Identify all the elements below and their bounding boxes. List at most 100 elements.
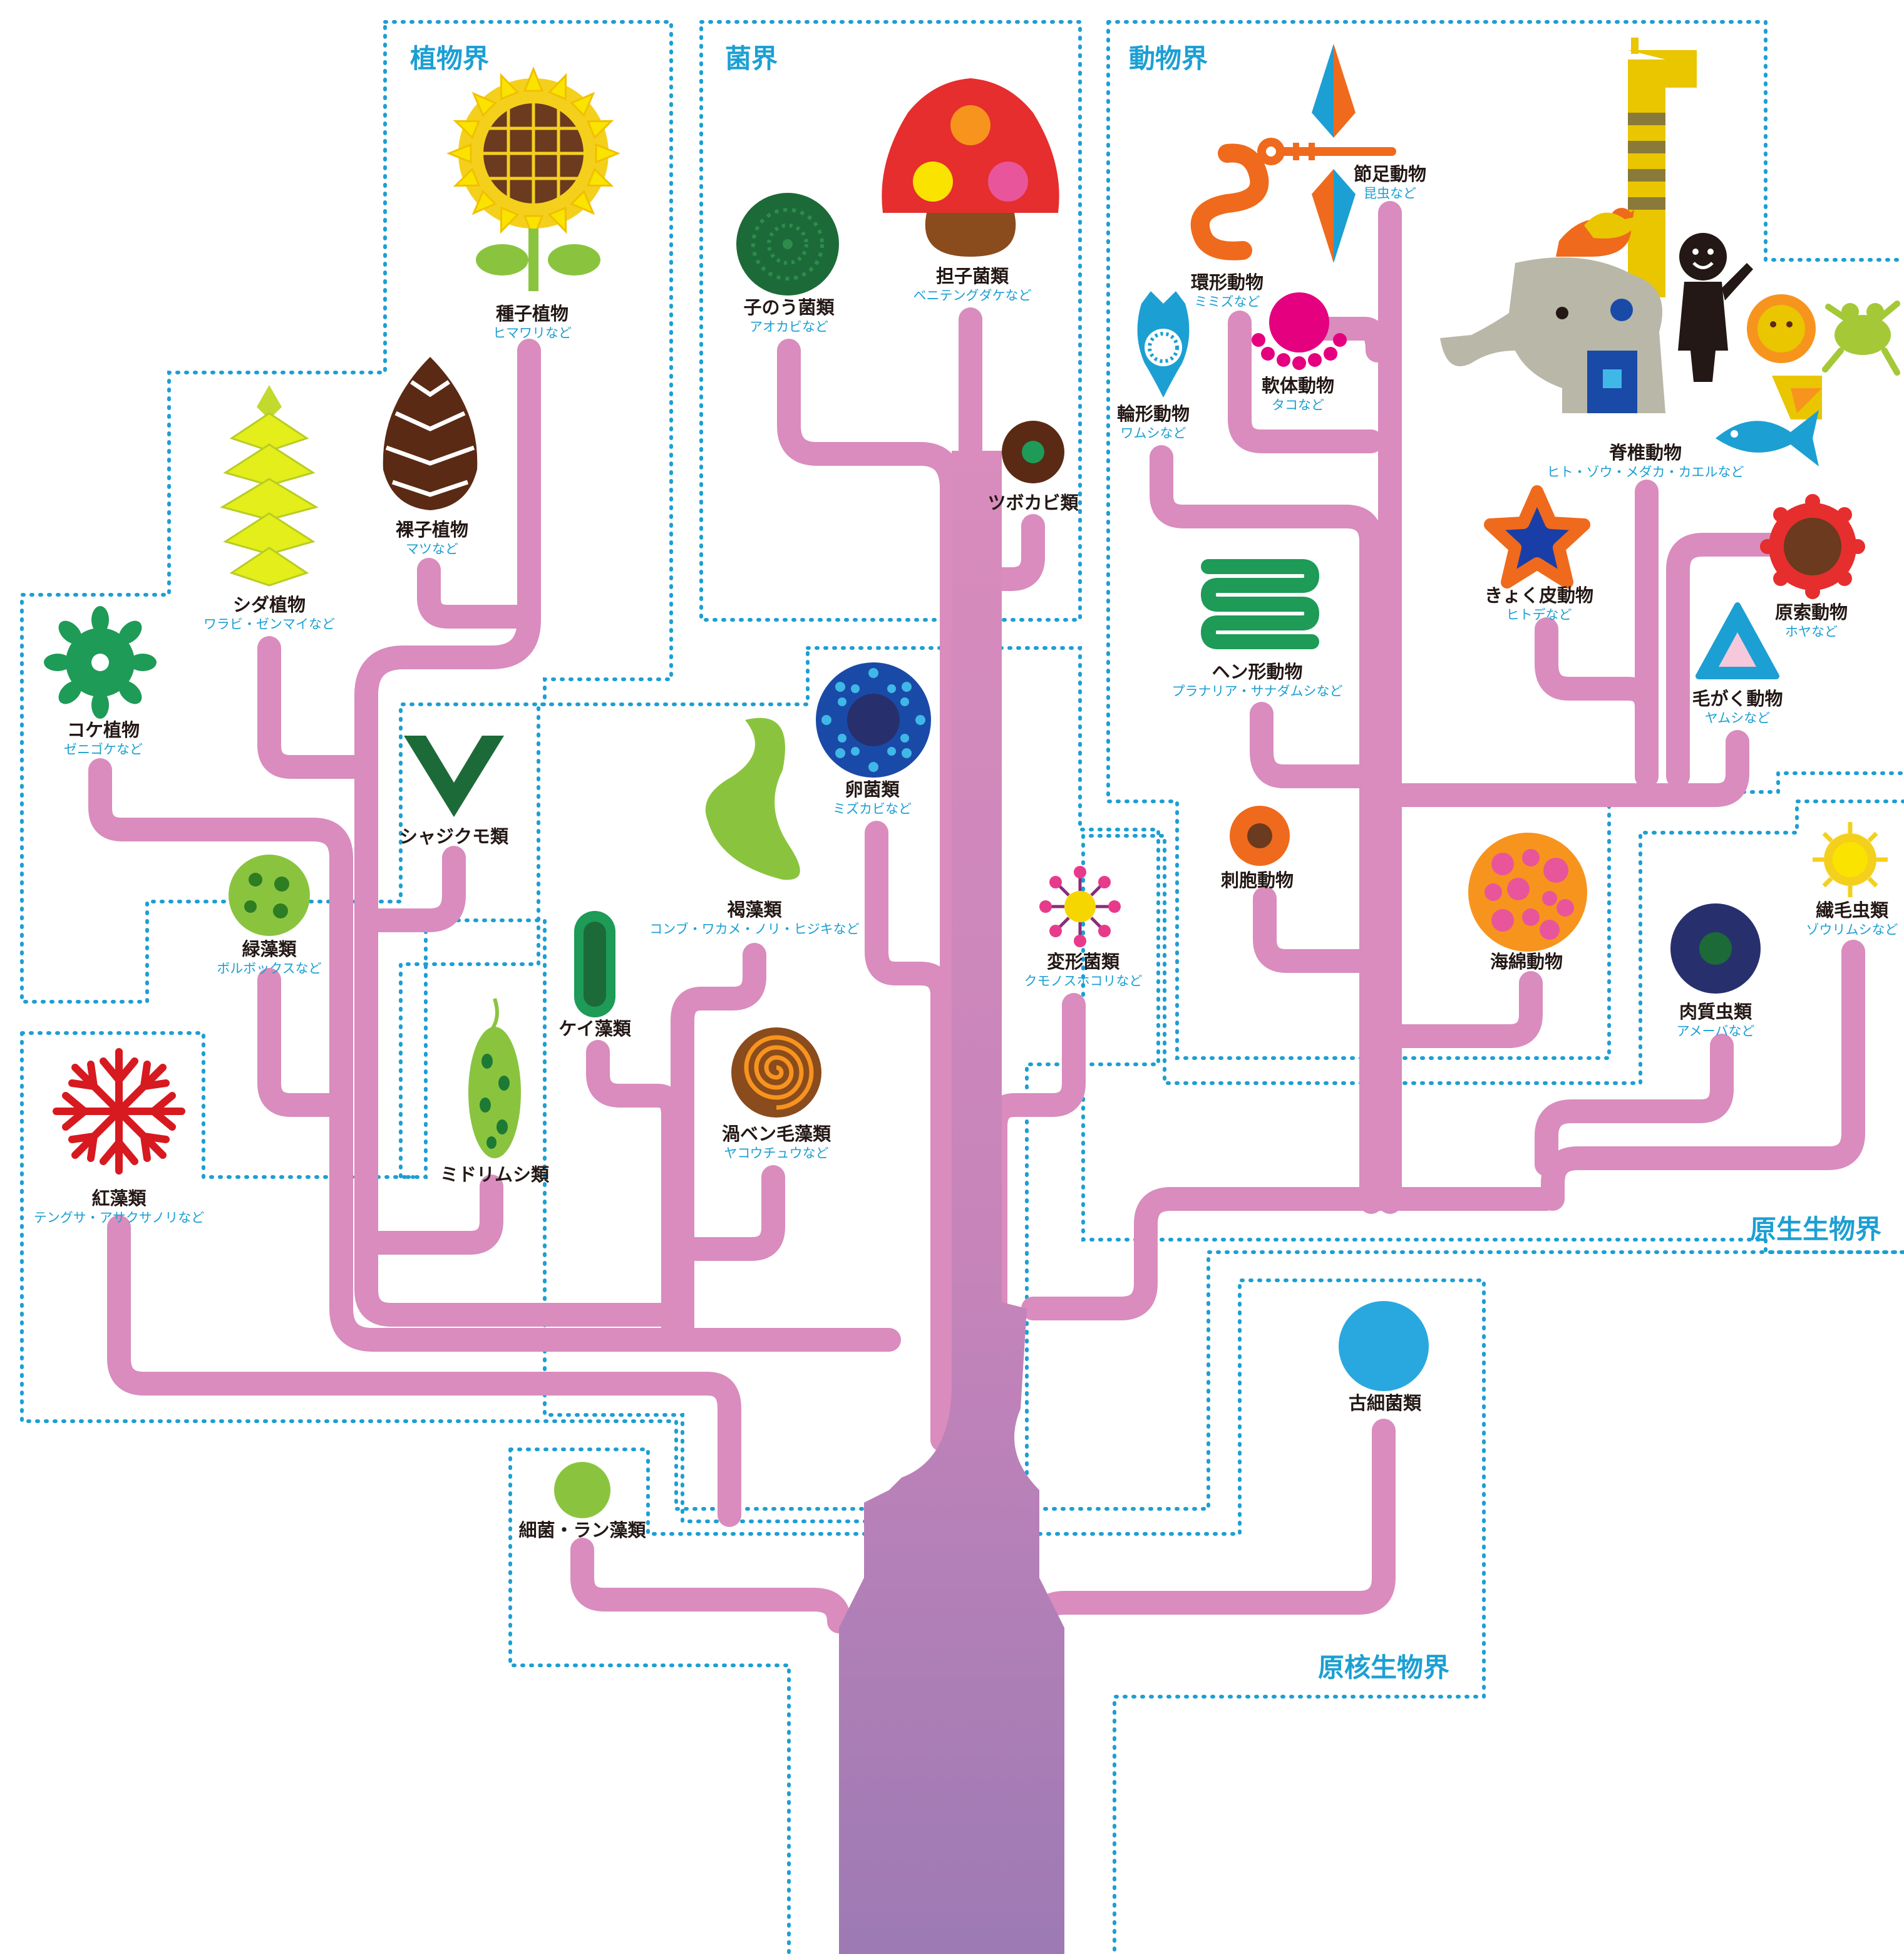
taxon-name: 細菌・ラン藻類 bbox=[518, 1519, 646, 1541]
taxon-name: 種子植物 bbox=[495, 303, 569, 324]
kingdom-title-plant: 植物界 bbox=[410, 43, 490, 74]
red-algae-boundary bbox=[20, 1031, 1904, 1511]
diatom-icon bbox=[574, 911, 615, 1017]
taxon-label-ciliates: 繊毛虫類 ゾウリムシなど bbox=[1806, 900, 1898, 937]
bacteria-icon bbox=[554, 1462, 610, 1518]
taxon-label-chaetognaths: 毛がく動物 ヤムシなど bbox=[1692, 688, 1783, 726]
taxon-label-slime-molds: 変形菌類 クモノスホコリなど bbox=[1024, 951, 1143, 989]
plant-kingdom-boundary bbox=[20, 20, 673, 1004]
taxon-name: 刺胞動物 bbox=[1220, 870, 1294, 891]
taxon-name: 裸子植物 bbox=[395, 519, 469, 540]
branch-flatworms bbox=[1250, 702, 1383, 788]
branch-plant-inner bbox=[354, 1278, 676, 1327]
taxon-example: ミズカビなど bbox=[833, 801, 912, 817]
taxon-name: 変形菌類 bbox=[1046, 951, 1119, 972]
taxon-name: ケイ藻類 bbox=[558, 1018, 631, 1039]
archaea-icon bbox=[1339, 1301, 1429, 1391]
ciliate-icon bbox=[1813, 822, 1888, 897]
fern-icon bbox=[220, 385, 319, 587]
taxon-label-rhizopods: 肉質虫類 アメーバなど bbox=[1677, 1001, 1755, 1039]
taxon-label-archaea: 古細菌類 bbox=[1348, 1392, 1422, 1414]
taxon-label-charophytes: シャジクモ類 bbox=[399, 826, 508, 847]
taxon-name: 繊毛虫類 bbox=[1815, 900, 1888, 921]
sponge-icon bbox=[1468, 833, 1587, 952]
taxon-label-diatoms: ケイ藻類 bbox=[558, 1018, 631, 1039]
branch-bacteria bbox=[570, 1538, 851, 1633]
taxon-example: ワムシなど bbox=[1120, 426, 1186, 441]
taxon-example: タコなど bbox=[1271, 398, 1324, 413]
taxon-label-ascomycetes: 子のう菌類 アオカビなど bbox=[743, 297, 834, 334]
taxon-example: ボルボックスなど bbox=[217, 961, 322, 977]
red-algae-icon bbox=[53, 1048, 185, 1175]
dinoflagellate-icon bbox=[731, 1027, 821, 1118]
taxon-example: テングサ・アサクサノリなど bbox=[33, 1210, 205, 1226]
branch-molluscs bbox=[1290, 317, 1389, 363]
oomycete-icon bbox=[816, 662, 931, 778]
taxon-label-chytrids: ツボカビ類 bbox=[987, 492, 1079, 513]
taxon-label-vertebrates: 脊椎動物 ヒト・ゾウ・メダカ・カエルなど bbox=[1547, 442, 1744, 480]
taxon-example: コンブ・ワカメ・ノリ・ヒジキなど bbox=[649, 922, 860, 937]
branch-green-algae bbox=[257, 968, 353, 1117]
kingdom-title-protist: 原生生物界 bbox=[1750, 1214, 1882, 1245]
taxon-example: ホヤなど bbox=[1784, 624, 1838, 640]
brown-algae-icon bbox=[705, 717, 800, 880]
branch-annelids bbox=[1228, 311, 1383, 453]
taxon-example: ヤコウチュウなど bbox=[724, 1146, 829, 1161]
cnidarian-icon bbox=[1230, 806, 1290, 866]
taxon-name: 担子菌類 bbox=[935, 265, 1009, 287]
taxon-example: ゾウリムシなど bbox=[1806, 922, 1898, 938]
taxon-example: ゼニゴケなど bbox=[64, 742, 143, 758]
taxon-name: 褐藻類 bbox=[727, 899, 782, 920]
prokaryote-boundary bbox=[508, 1278, 1486, 1954]
kingdom-title-animal: 動物界 bbox=[1129, 43, 1208, 74]
taxon-label-gymnosperms: 裸子植物 マツなど bbox=[395, 519, 469, 557]
tree-branches bbox=[88, 201, 1865, 1640]
taxon-label-flatworms: ヘン形動物 プラナリア・サナダムシなど bbox=[1172, 661, 1343, 699]
branch-sponges bbox=[1378, 971, 1543, 1048]
taxon-example: 昆虫など bbox=[1363, 186, 1416, 202]
taxon-example: クモノスホコリなど bbox=[1024, 974, 1143, 989]
arrow-worm-icon bbox=[1696, 602, 1779, 679]
volvox-icon bbox=[229, 855, 310, 936]
taxon-label-sponges: 海綿動物 bbox=[1490, 951, 1563, 972]
taxon-label-oomycetes: 卵菌類 ミズカビなど bbox=[833, 779, 912, 816]
taxon-name: 緑藻類 bbox=[242, 938, 297, 960]
taxon-name: ツボカビ類 bbox=[987, 492, 1079, 513]
taxon-label-cnidarians: 刺胞動物 bbox=[1221, 870, 1294, 891]
taxon-name: 肉質虫類 bbox=[1679, 1001, 1752, 1022]
taxon-name: 節足動物 bbox=[1353, 163, 1427, 185]
pine-cone-icon bbox=[383, 357, 478, 510]
taxon-name: 卵菌類 bbox=[845, 779, 900, 800]
tree-trunk bbox=[839, 451, 1064, 1954]
taxon-label-echinoderms: きょく皮動物 ヒトデなど bbox=[1485, 585, 1593, 622]
taxon-name: 古細菌類 bbox=[1348, 1392, 1422, 1414]
taxon-label-bacteria: 細菌・ラン藻類 bbox=[518, 1519, 646, 1541]
earthworm-icon bbox=[1190, 143, 1269, 260]
taxon-name: 渦ベン毛藻類 bbox=[721, 1123, 831, 1144]
mushroom-icon bbox=[882, 78, 1059, 257]
branch-oomycetes bbox=[865, 821, 954, 1452]
taxon-name: きょく皮動物 bbox=[1484, 585, 1594, 606]
taxon-label-seed-plants: 種子植物 ヒマワリなど bbox=[493, 303, 572, 341]
branch-chytrids bbox=[959, 514, 1045, 591]
ascomycete-icon bbox=[736, 193, 839, 296]
taxon-name: コケ植物 bbox=[66, 719, 140, 741]
rotifer-icon bbox=[1137, 291, 1190, 398]
taxon-name: 環形動物 bbox=[1190, 272, 1264, 293]
kingdom-title-prokaryote: 原核生物界 bbox=[1318, 1652, 1450, 1683]
sunflower-icon bbox=[446, 66, 621, 291]
branch-animal-join bbox=[1021, 1187, 1558, 1320]
branch-brown-algae bbox=[671, 943, 766, 1339]
taxon-name: ミドリムシ類 bbox=[440, 1164, 550, 1185]
taxon-example: マツなど bbox=[405, 542, 458, 557]
taxon-label-green-algae: 緑藻類 ボルボックスなど bbox=[217, 938, 322, 977]
branch-red-algae bbox=[107, 1215, 741, 1527]
taxon-label-mosses: コケ植物 ゼニゴケなど bbox=[64, 719, 143, 758]
protist-kingdom-boundary bbox=[1081, 800, 1904, 1254]
branch-seed-plants bbox=[354, 339, 541, 1302]
amoeba-icon bbox=[1670, 903, 1761, 994]
branch-diatoms bbox=[586, 1040, 685, 1339]
taxon-example: ベニテングダケなど bbox=[913, 288, 1032, 304]
branch-euglena bbox=[354, 1175, 503, 1255]
taxon-label-ferns: シダ植物 ワラビ・ゼンマイなど bbox=[203, 594, 335, 632]
